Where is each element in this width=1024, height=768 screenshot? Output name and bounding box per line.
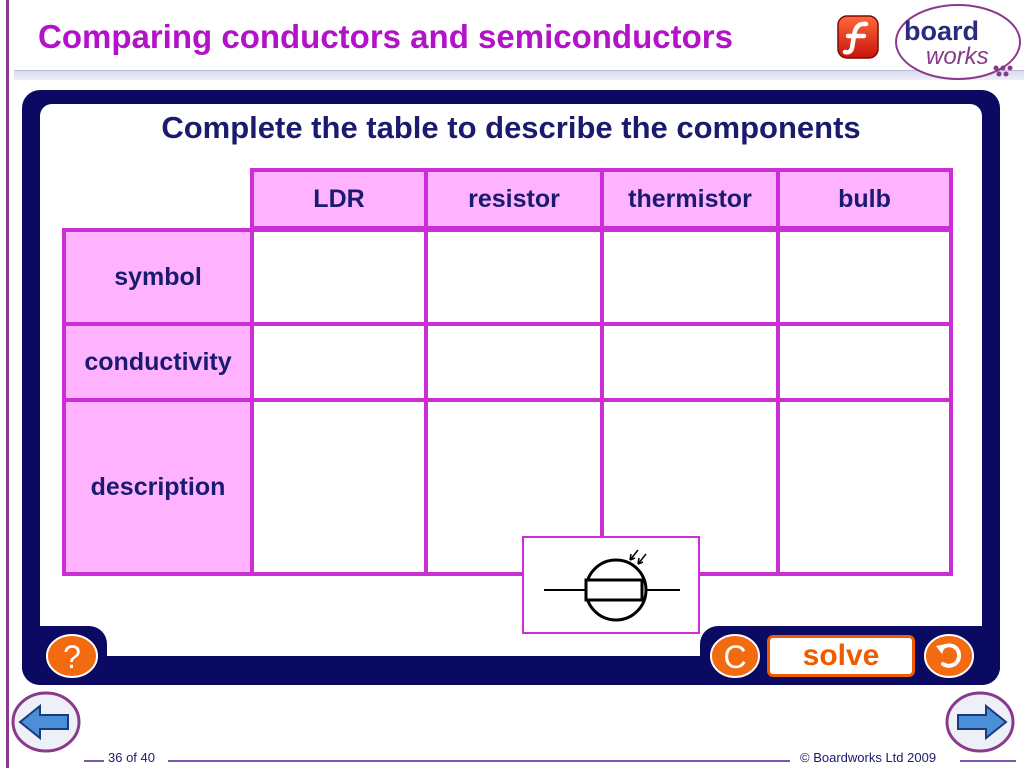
svg-text:?: ? xyxy=(63,639,81,675)
drop-zone-thermistor-symbol[interactable] xyxy=(600,228,780,326)
draggable-symbol-card[interactable] xyxy=(522,536,700,634)
row-header-description: description xyxy=(62,398,254,576)
column-header-thermistor: thermistor xyxy=(600,168,780,230)
clear-button[interactable]: C xyxy=(708,633,762,679)
boardworks-logo: board works xyxy=(890,2,1022,82)
drop-zone-thermistor-conductivity[interactable] xyxy=(600,322,780,402)
footer-rule xyxy=(84,760,104,762)
ldr-symbol-icon xyxy=(544,549,680,622)
next-slide-button[interactable] xyxy=(944,690,1016,754)
activity-heading: Complete the table to describe the compo… xyxy=(161,110,861,145)
drop-zone-bulb-symbol[interactable] xyxy=(776,228,953,326)
drop-zone-bulb-description[interactable] xyxy=(776,398,953,576)
previous-slide-button[interactable] xyxy=(10,690,82,754)
column-header-bulb: bulb xyxy=(776,168,953,230)
column-header-resistor: resistor xyxy=(424,168,604,230)
row-header-symbol: symbol xyxy=(62,228,254,326)
svg-text:board: board xyxy=(904,16,979,46)
column-header-ldr: LDR xyxy=(250,168,428,230)
undo-arrow-icon xyxy=(924,634,974,678)
page-number: 36 of 40 xyxy=(108,750,155,765)
solve-button[interactable]: solve xyxy=(767,635,915,677)
help-button[interactable]: ? xyxy=(44,633,100,679)
arrow-right-icon xyxy=(945,691,1015,753)
row-header-conductivity: conductivity xyxy=(62,322,254,402)
drop-zone-ldr-description[interactable] xyxy=(250,398,428,576)
left-rule xyxy=(6,0,9,768)
svg-text:works: works xyxy=(926,43,989,70)
svg-text:C: C xyxy=(723,639,746,675)
page-title: Comparing conductors and semiconductors xyxy=(38,18,733,55)
help-icon: ? xyxy=(46,634,98,678)
footer-rule xyxy=(168,760,790,762)
reset-button[interactable] xyxy=(922,633,976,679)
drop-zone-resistor-conductivity[interactable] xyxy=(424,322,604,402)
drop-zone-bulb-conductivity[interactable] xyxy=(776,322,953,402)
drop-zone-ldr-conductivity[interactable] xyxy=(250,322,428,402)
title-underline-bar xyxy=(14,70,1024,80)
arrow-left-icon xyxy=(11,691,81,753)
drop-zone-resistor-symbol[interactable] xyxy=(424,228,604,326)
clear-icon: C xyxy=(710,634,760,678)
footer-rule xyxy=(960,760,1016,762)
copyright-notice: © Boardworks Ltd 2009 xyxy=(800,750,937,765)
drop-zone-ldr-symbol[interactable] xyxy=(250,228,428,326)
flash-icon xyxy=(836,14,880,60)
